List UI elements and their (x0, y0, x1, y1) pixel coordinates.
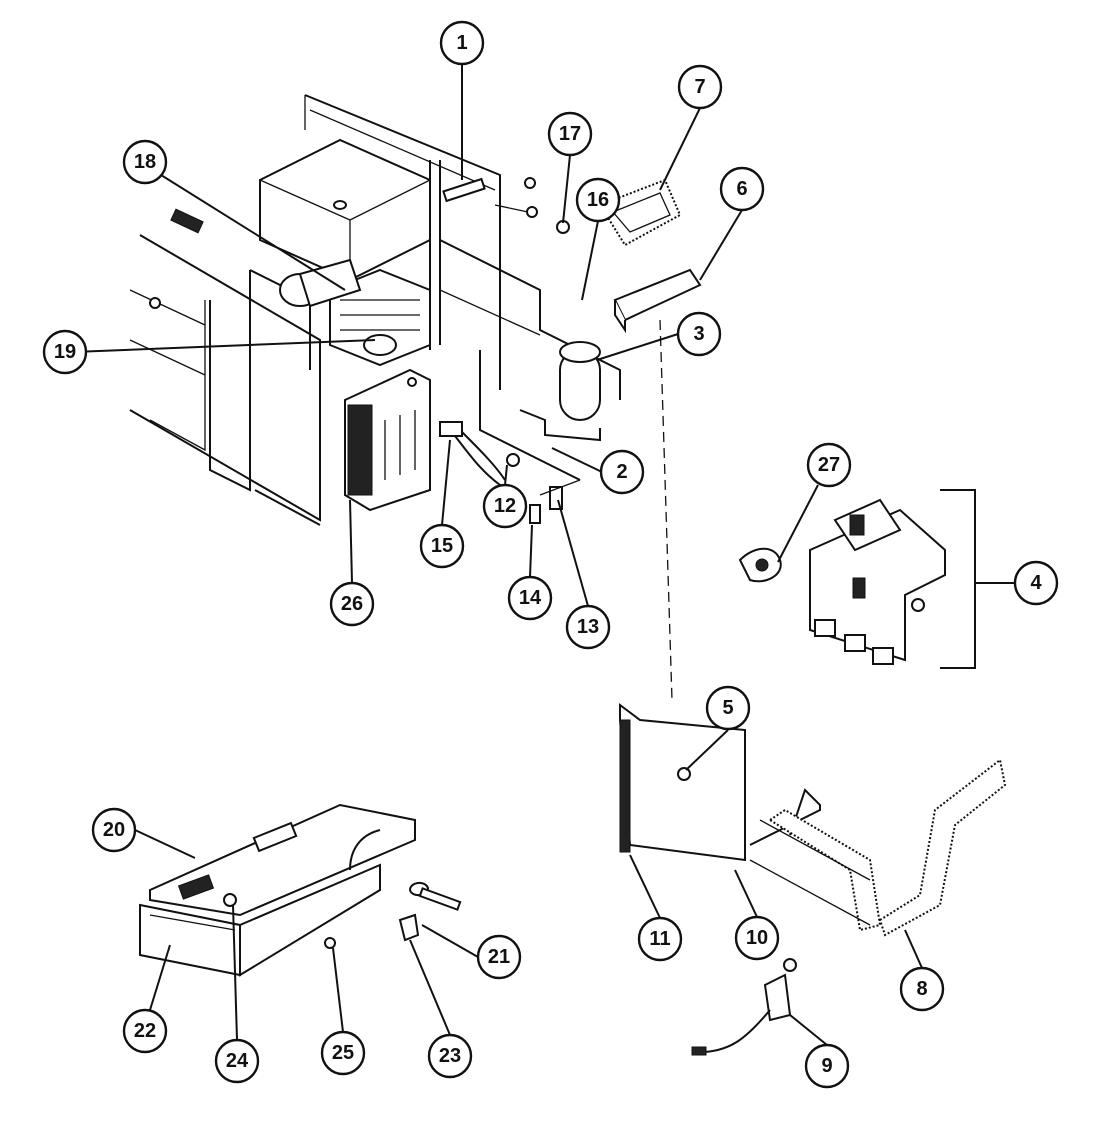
door-seal-frame (749, 758, 1007, 937)
callout-12: 12 (482, 483, 528, 529)
callout-23: 23 (427, 1033, 473, 1079)
callout-20: 20 (91, 807, 137, 853)
callout-18: 18 (122, 139, 168, 185)
callout-10: 10 (734, 915, 780, 961)
svg-text:13: 13 (577, 616, 599, 638)
callout-7: 7 (677, 64, 723, 110)
svg-text:10: 10 (746, 927, 768, 949)
callout-13: 13 (565, 604, 611, 650)
svg-text:2: 2 (616, 461, 627, 483)
svg-text:23: 23 (439, 1045, 461, 1067)
callout-9: 9 (804, 1043, 850, 1089)
svg-text:7: 7 (694, 76, 705, 98)
svg-text:16: 16 (587, 189, 609, 211)
control-mounting-plate (439, 177, 621, 481)
svg-text:6: 6 (736, 178, 747, 200)
connector-plug (738, 547, 782, 583)
callout-24: 24 (214, 1038, 260, 1084)
base-plate-assembly (139, 803, 462, 977)
callout-14: 14 (507, 575, 553, 621)
svg-text:27: 27 (818, 454, 840, 476)
callout-19: 19 (42, 329, 88, 375)
diode-and-fuse-parts (439, 421, 581, 524)
svg-text:20: 20 (103, 819, 125, 841)
callout-25: 25 (320, 1030, 366, 1076)
alignment-line (659, 319, 673, 701)
callout-3: 3 (676, 311, 722, 357)
callout-22: 22 (122, 1008, 168, 1054)
svg-text:15: 15 (431, 535, 453, 557)
callout-26: 26 (329, 581, 375, 627)
svg-text:21: 21 (488, 946, 510, 968)
svg-text:11: 11 (649, 928, 670, 950)
callout-21: 21 (476, 934, 522, 980)
svg-text:9: 9 (821, 1055, 832, 1077)
svg-text:14: 14 (519, 587, 542, 609)
bracket-brace (940, 489, 976, 669)
svg-text:25: 25 (332, 1042, 354, 1064)
leader-lines (72, 64, 1015, 1046)
svg-text:24: 24 (226, 1050, 249, 1072)
callout-6: 6 (719, 166, 765, 212)
high-voltage-transformer (344, 368, 431, 512)
svg-text:1: 1 (456, 32, 467, 54)
window-gasket (598, 178, 682, 247)
callout-4: 4 (1013, 560, 1059, 606)
magnetron-housing (259, 138, 431, 367)
callout-17: 17 (547, 111, 593, 157)
filter-block (613, 268, 702, 334)
svg-text:4: 4 (1030, 572, 1042, 594)
control-module (809, 498, 946, 665)
svg-text:26: 26 (341, 593, 363, 615)
callout-27: 27 (806, 442, 852, 488)
high-voltage-capacitor (519, 341, 601, 442)
svg-text:19: 19 (54, 341, 76, 363)
callout-1: 1 (439, 20, 485, 66)
chassis-frame (129, 94, 501, 526)
power-cord (691, 958, 797, 1056)
svg-text:3: 3 (693, 323, 704, 345)
callout-15: 15 (419, 523, 465, 569)
svg-text:5: 5 (722, 697, 733, 719)
svg-text:22: 22 (134, 1020, 156, 1042)
callout-11: 11 (637, 916, 683, 962)
callout-5: 5 (705, 685, 751, 731)
callout-8: 8 (899, 966, 945, 1012)
svg-text:17: 17 (559, 123, 581, 145)
svg-text:18: 18 (134, 151, 156, 173)
callout-2: 2 (599, 449, 645, 495)
svg-text:12: 12 (494, 495, 516, 517)
svg-text:8: 8 (916, 978, 927, 1000)
callout-16: 16 (575, 177, 621, 223)
